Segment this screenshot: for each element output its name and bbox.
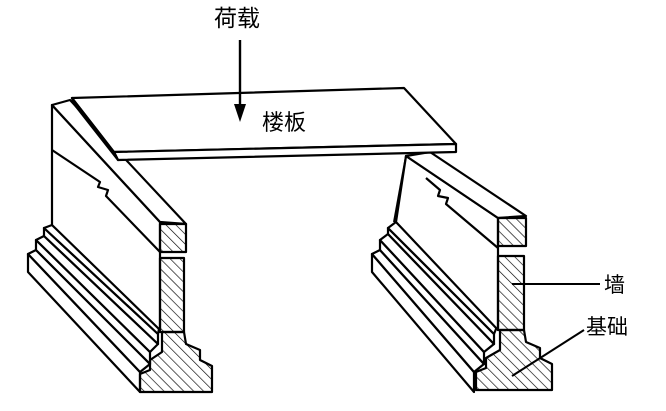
right-section-wall (496, 254, 526, 332)
load-arrow (234, 40, 246, 122)
foundation-label: 基础 (586, 315, 628, 339)
foundation-leader-line (511, 329, 585, 377)
floor-slab-label: 楼板 (262, 111, 307, 136)
left-section-footing (138, 330, 214, 394)
wall-label: 墙 (604, 273, 625, 297)
right-wall (370, 150, 554, 394)
left-section-top (158, 222, 188, 254)
right-support-line (393, 155, 407, 223)
left-wall (26, 98, 214, 394)
right-section-footing (474, 328, 554, 392)
slab-left-edge (70, 96, 120, 162)
load-label: 荷载 (214, 6, 260, 32)
left-section-wall (158, 256, 186, 334)
right-wall-break-line (425, 177, 499, 249)
left-wall-break-line (51, 149, 161, 253)
right-section-top (496, 216, 528, 248)
floor-slab (70, 86, 458, 162)
